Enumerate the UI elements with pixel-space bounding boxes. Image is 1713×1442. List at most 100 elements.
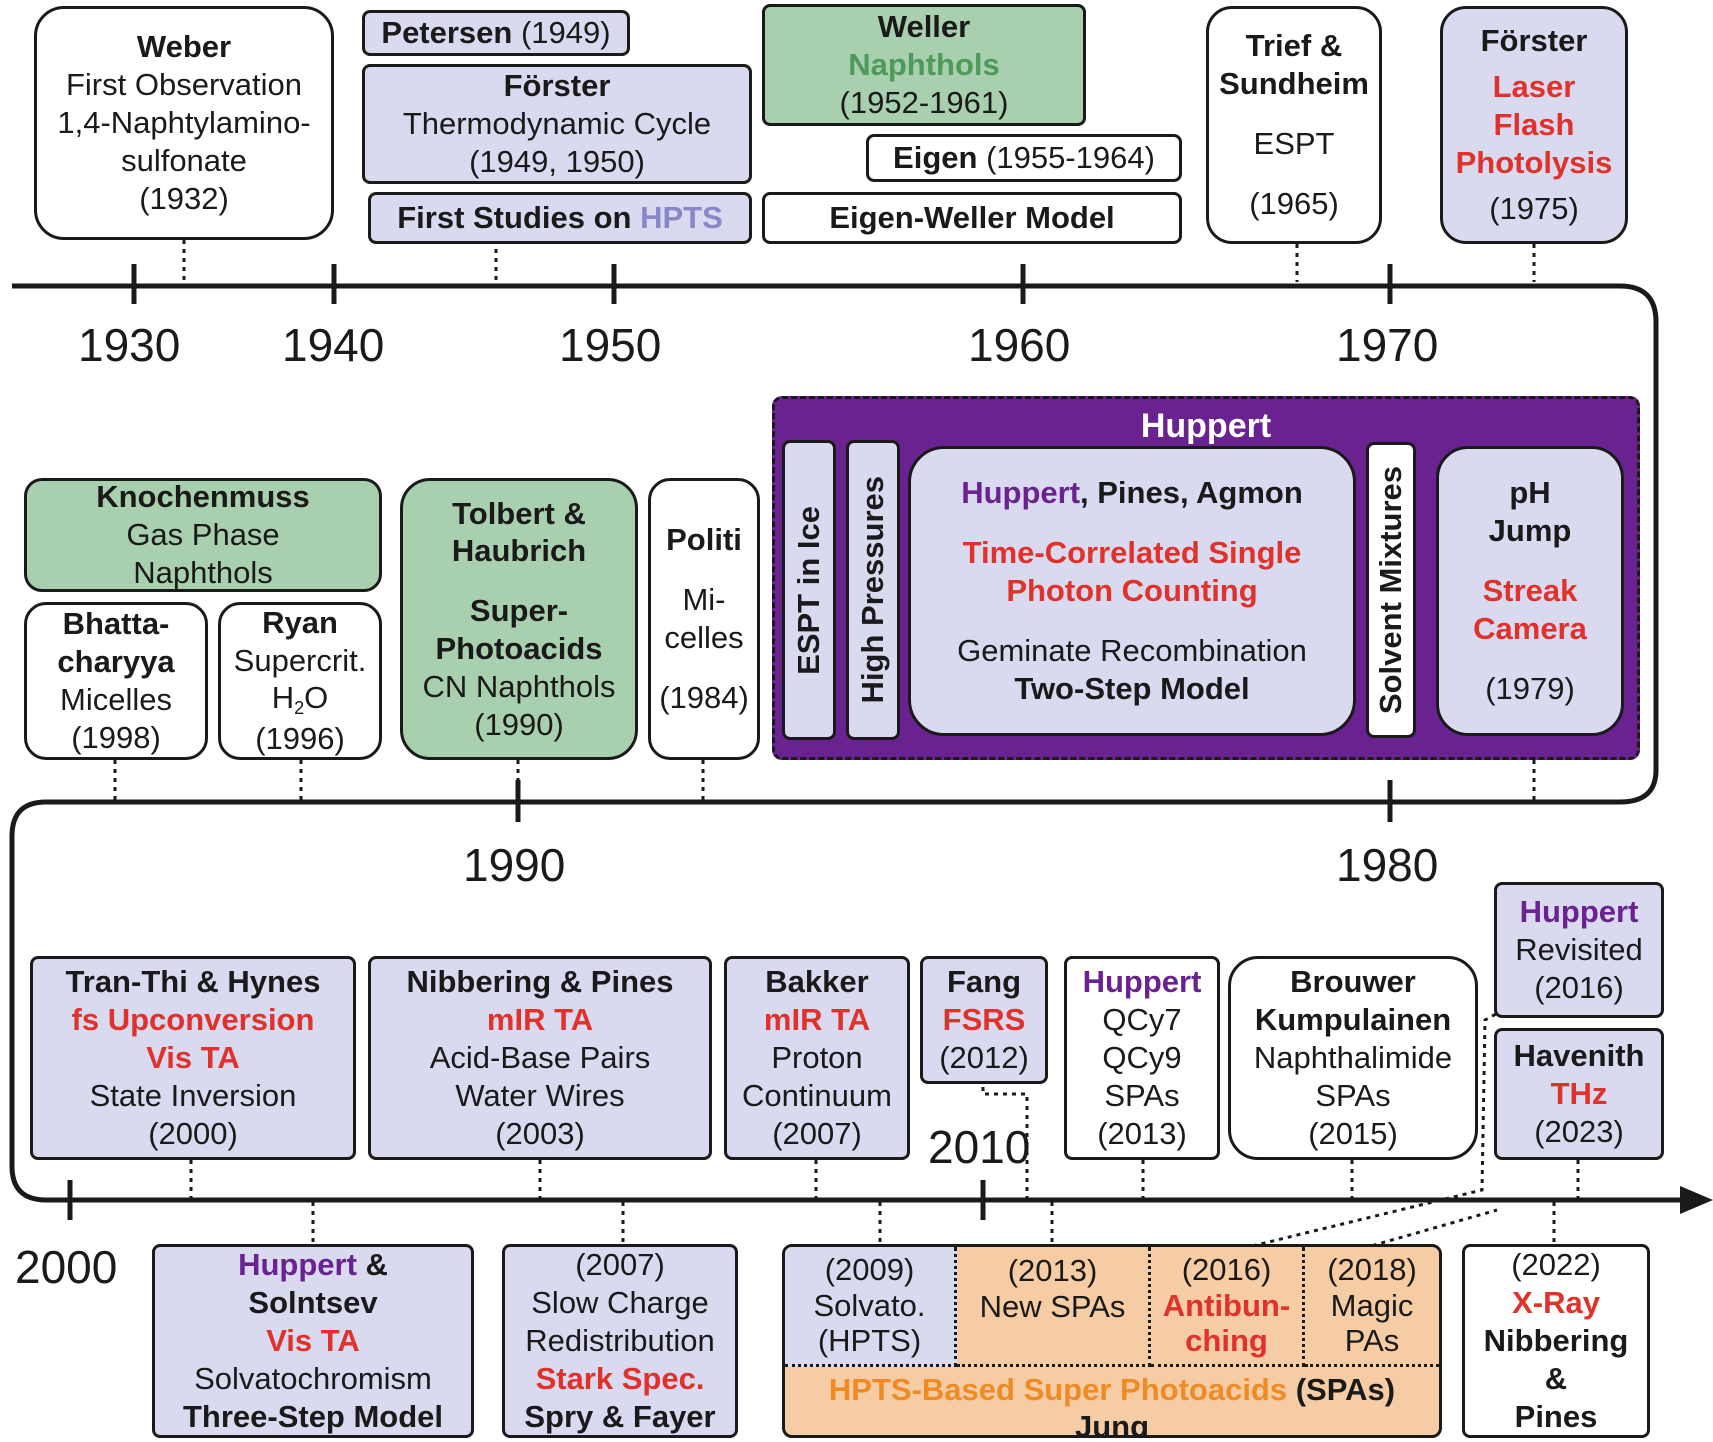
event-line: First Studies on	[397, 200, 641, 236]
event-year: (1984)	[659, 679, 749, 715]
event-tran-thi-hynes: Tran-Thi & Hynes fs Upconversion Vis TA …	[30, 956, 356, 1160]
event-technique: Camera	[1473, 610, 1587, 646]
event-technique: mIR TA	[486, 1002, 594, 1038]
event-year: (2015)	[1308, 1115, 1398, 1151]
event-name: Nibbering & Pines	[406, 964, 674, 1000]
huppert-group-title: Huppert	[1140, 407, 1272, 445]
event-technique: Photon Counting	[1006, 573, 1258, 609]
event-name: , Pines, Agmon	[1080, 475, 1303, 511]
event-name: Weller	[877, 9, 971, 45]
event-year: (1949, 1950)	[469, 143, 645, 179]
event-politi: Politi Mi- celles (1984)	[648, 478, 760, 760]
year-label-1950: 1950	[559, 319, 662, 371]
event-name: Bhatta-	[62, 606, 170, 642]
event-name: Bakker	[765, 964, 869, 1000]
event-line: celles	[664, 620, 744, 655]
year-label-1970: 1970	[1336, 319, 1439, 371]
event-name: Eigen-Weller Model	[829, 200, 1115, 236]
event-knochenmuss: Knochenmuss Gas Phase Naphthols	[24, 478, 382, 592]
year-label-1940: 1940	[282, 319, 385, 371]
event-bhattacharyya: Bhatta- charyya Micelles (1998)	[24, 602, 208, 760]
event-name: Haubrich	[451, 533, 587, 569]
event-year: (2003)	[495, 1115, 585, 1151]
timeline-path	[9, 283, 1692, 1203]
event-huppert-revisited: Huppert Revisited (2016)	[1494, 882, 1664, 1018]
event-name: Förster	[1480, 23, 1588, 59]
event-name: Sundheim	[1219, 66, 1369, 102]
event-name: Tolbert &	[452, 495, 586, 531]
o-symbol: O	[304, 680, 329, 716]
event-line: Solvatochromism	[194, 1360, 432, 1396]
event-line: Continuum	[742, 1077, 892, 1113]
huppert-name: Huppert	[1519, 894, 1639, 930]
event-year: (2007)	[772, 1115, 862, 1151]
event-tolbert-haubrich: Tolbert & Haubrich Super- Photoacids CN …	[400, 478, 638, 760]
event-name: Havenith	[1513, 1038, 1645, 1074]
year-label-2010: 2010	[928, 1121, 1031, 1173]
event-line: (SPAs)	[1287, 1372, 1396, 1407]
event-line: SPAs	[1104, 1077, 1180, 1113]
event-eigen: Eigen (1955-1964)	[866, 134, 1182, 182]
huppert-tcspc: Huppert, Pines, Agmon Time-Correlated Si…	[908, 446, 1356, 736]
event-technique: Vis TA	[266, 1323, 360, 1359]
event-technique: Laser	[1492, 69, 1576, 105]
event-name: Trief &	[1245, 28, 1343, 64]
event-technique: Stark Spec.	[535, 1360, 705, 1396]
event-trief-sundheim: Trief & Sundheim ESPT (1965)	[1206, 6, 1382, 244]
event-technique: FSRS	[942, 1002, 1026, 1038]
event-name: Politi	[666, 522, 742, 558]
event-year: (2016)	[1181, 1252, 1272, 1288]
event-name: Förster	[503, 68, 611, 104]
timeline-ticks	[67, 264, 1393, 1220]
hpts-highlight: HPTS	[640, 200, 723, 236]
event-line: Redistribution	[525, 1323, 715, 1359]
event-year: (2018)	[1327, 1252, 1417, 1288]
event-line: Super-	[469, 593, 569, 629]
event-line: H2O	[272, 679, 329, 720]
event-hpts-first-studies: First Studies on HPTS	[368, 192, 752, 244]
event-line: Magic	[1330, 1287, 1414, 1323]
event-line: sulfonate	[121, 142, 247, 178]
event-year: (2013)	[1097, 1115, 1187, 1151]
event-year: (1979)	[1485, 670, 1575, 706]
year-label-1980: 1980	[1336, 839, 1439, 891]
event-year: (2013)	[1007, 1253, 1098, 1288]
event-year: (1952-1961)	[839, 84, 1009, 120]
event-forster-cycle: Förster Thermodynamic Cycle (1949, 1950)	[362, 64, 752, 184]
jung-cell-2009: (2009) Solvato. (HPTS)	[785, 1247, 957, 1367]
event-line: Gas Phase	[126, 517, 280, 553]
event-line: ESPT in Ice	[791, 505, 827, 675]
timeline-arrowhead	[1680, 1186, 1713, 1214]
connectors	[113, 240, 1580, 1250]
event-line: Revisited	[1515, 932, 1643, 968]
event-line: Thermodynamic Cycle	[402, 106, 712, 142]
event-year: (2009)	[824, 1252, 915, 1288]
huppert-name: Huppert	[961, 475, 1081, 511]
event-name: Weber	[136, 29, 232, 65]
event-technique: Streak	[1482, 573, 1578, 609]
huppert-name: Huppert	[1082, 964, 1202, 1000]
event-nibbering-pines-2003: Nibbering & Pines mIR TA Acid-Base Pairs…	[368, 956, 712, 1160]
event-name: &	[1544, 1360, 1568, 1396]
event-line: Naphthols	[133, 554, 273, 590]
event-name: &	[356, 1247, 388, 1283]
event-line: Naphthalimide	[1253, 1040, 1453, 1076]
event-line: Solvent Mixtures	[1373, 465, 1409, 715]
event-eigen-weller-model: Eigen-Weller Model	[762, 192, 1182, 244]
event-year: (2022)	[1511, 1247, 1601, 1283]
subscript-2: 2	[294, 698, 305, 719]
event-line: QCy9	[1102, 1040, 1182, 1076]
event-havenith: Havenith THz (2023)	[1494, 1028, 1664, 1160]
year-label-1960: 1960	[968, 319, 1071, 371]
huppert-espt-ice: ESPT in Ice	[782, 440, 836, 740]
event-line: Two-Step Model	[1014, 670, 1250, 706]
year-label-1930: 1930	[78, 319, 181, 371]
event-weber: Weber First Observation 1,4-Naphtylamino…	[34, 6, 334, 240]
event-technique: THz	[1550, 1076, 1608, 1112]
event-year: (2016)	[1534, 969, 1624, 1005]
event-technique: ching	[1185, 1323, 1268, 1359]
h-symbol: H	[271, 680, 295, 716]
event-line: Slow Charge	[531, 1285, 709, 1321]
event-name: Jung	[1074, 1409, 1150, 1438]
event-name: Fang	[946, 964, 1022, 1000]
